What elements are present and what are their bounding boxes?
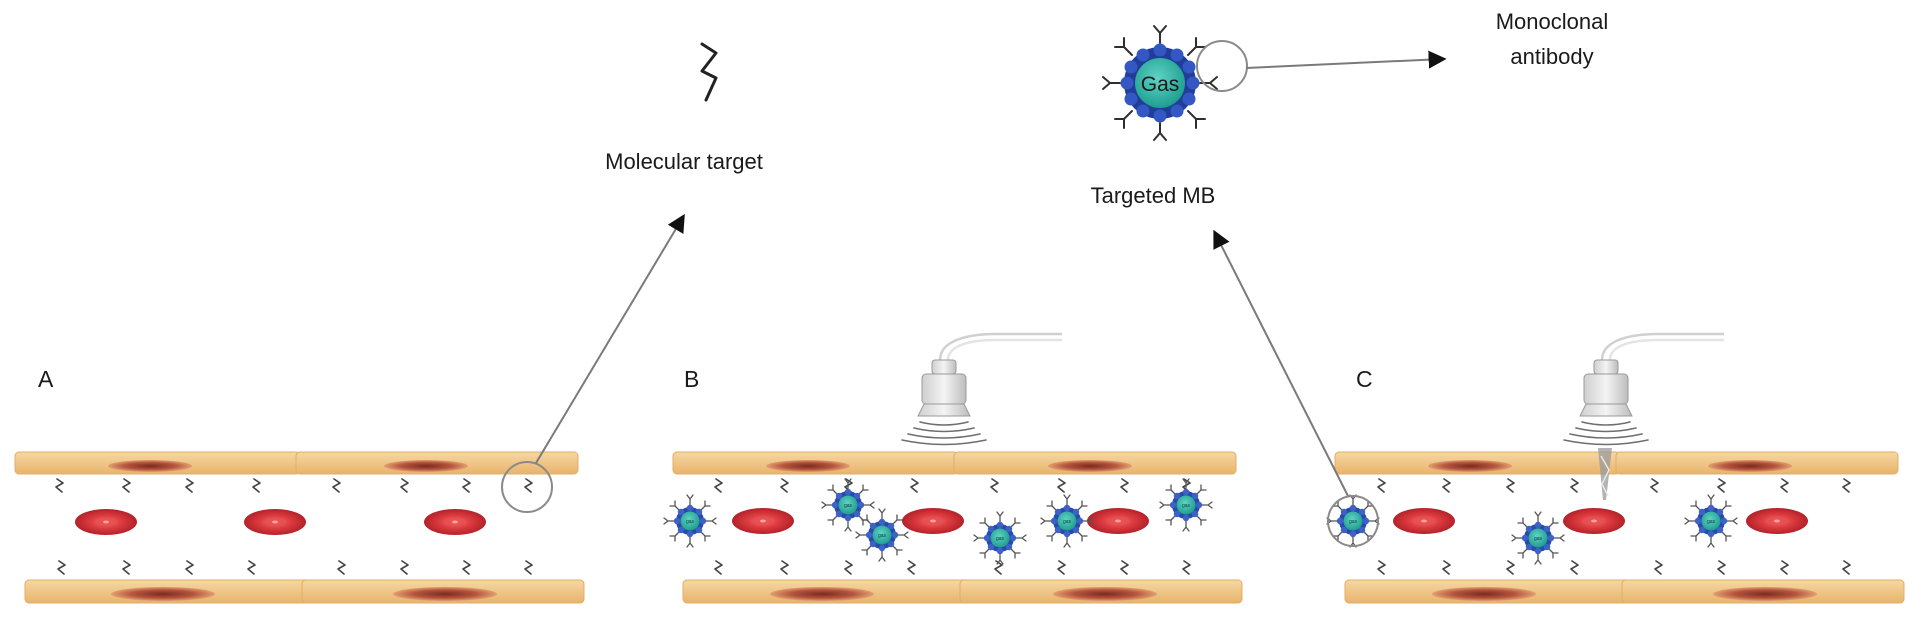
gas-label: Gas: [1141, 73, 1180, 96]
red-blood-cells: [75, 509, 486, 535]
microbubbles: [1326, 494, 1738, 565]
panel-a-vessel: [14, 451, 585, 604]
vessel-wall-bottom: [682, 579, 1243, 604]
panel-label-a: A: [38, 366, 54, 392]
targeted-mb-label: Targeted MB: [1091, 183, 1216, 208]
targeted-mb-arrow: [1213, 229, 1349, 497]
molecular-targets-top: [55, 478, 533, 493]
panel-label-c: C: [1356, 366, 1373, 392]
vessel-wall-bottom: [24, 579, 585, 604]
ultrasound-beam: [1598, 448, 1612, 500]
molecular-targets-bottom: [57, 560, 533, 575]
microbubble-highlight-circle: [1327, 495, 1379, 547]
red-blood-cells: [1393, 508, 1808, 534]
targeted-microbubble-icon: Gas: [1102, 25, 1218, 141]
antibody-highlight-circle: [1196, 40, 1248, 92]
panel-b-vessel: [663, 332, 1243, 604]
molecular-targets-bottom: [714, 560, 1191, 575]
molecular-targets-bottom: [1377, 560, 1851, 575]
panel-label-b: B: [684, 366, 699, 392]
vessel-wall-bottom: [1344, 579, 1905, 604]
antibody-arrow: [1245, 50, 1447, 69]
vessel-wall-top: [672, 451, 1237, 475]
molecular-targets-top: [714, 478, 1191, 493]
monoclonal-antibody-label-line2: antibody: [1510, 44, 1593, 69]
ultrasound-probe-icon: [1562, 332, 1726, 446]
vessel-wall-top: [1334, 451, 1899, 475]
molecular-target-arrow: [535, 213, 685, 464]
monoclonal-antibody-label-line1: Monoclonal: [1496, 9, 1609, 34]
molecular-target-label: Molecular target: [605, 149, 763, 174]
ultrasound-probe-icon: [900, 332, 1064, 446]
molecular-target-icon: [700, 42, 718, 102]
panel-c-vessel: [1326, 332, 1905, 604]
vessel-wall-top: [14, 451, 579, 475]
target-highlight-circle: [501, 461, 553, 513]
molecular-targets-top: [1377, 478, 1851, 493]
